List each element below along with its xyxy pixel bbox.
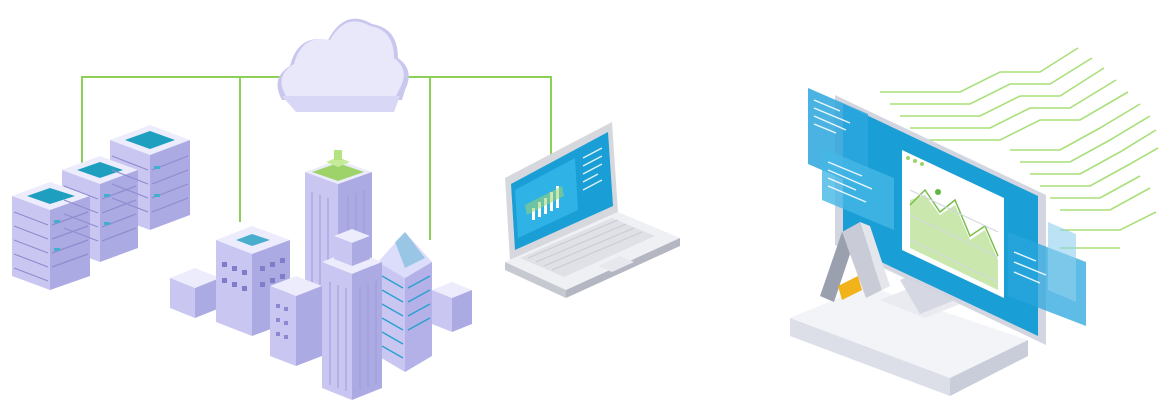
building-glass-tower bbox=[378, 232, 432, 372]
server-stack-front bbox=[12, 182, 90, 290]
network-lines bbox=[81, 76, 552, 240]
laptop-icon bbox=[505, 122, 680, 298]
office-buildings-icon bbox=[170, 150, 472, 400]
server-leds bbox=[54, 166, 160, 251]
cloud-icon bbox=[277, 18, 409, 112]
building-front-left bbox=[270, 276, 322, 366]
monitor-chart bbox=[906, 156, 999, 290]
floating-panel-left-lower bbox=[822, 148, 894, 230]
laptop-text-lines bbox=[582, 147, 603, 191]
building-front-center bbox=[322, 229, 382, 400]
circuit-trace-lines bbox=[880, 47, 1159, 249]
letter-a-logo-icon bbox=[820, 222, 890, 302]
server-rack-icon bbox=[12, 125, 190, 290]
building-low-right bbox=[432, 282, 472, 332]
desktop-monitor-icon bbox=[790, 88, 1086, 396]
monitor-base bbox=[790, 286, 1028, 396]
server-stack-back bbox=[110, 125, 190, 230]
laptop-keys bbox=[527, 219, 643, 271]
building-low-left bbox=[170, 268, 220, 318]
